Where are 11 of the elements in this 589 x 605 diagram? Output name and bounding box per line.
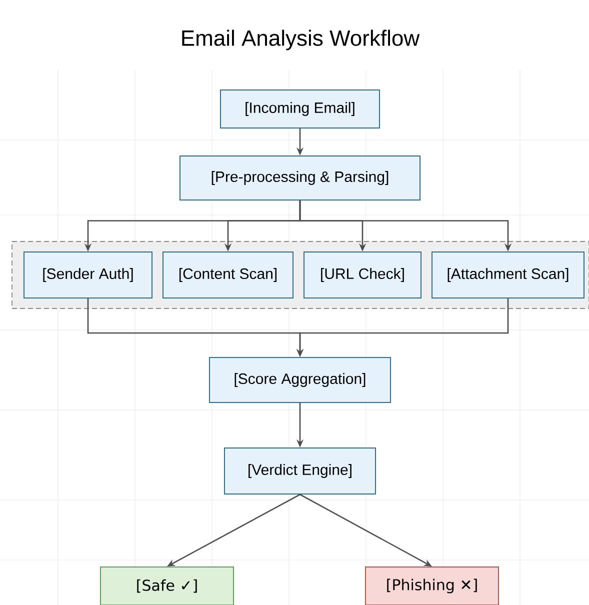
title: Email Analysis Workflow: [182, 30, 420, 50]
result-box: [Safe ✓]: [100, 566, 234, 605]
process-box: [Score Aggregation]: [209, 357, 391, 403]
process-box: [URL Check]: [304, 252, 422, 298]
process-box: [Sender Auth]: [24, 252, 152, 298]
process-box: [Attachment Scan]: [432, 252, 584, 298]
process-box: [Incoming Email]: [220, 90, 380, 128]
process-box: [Pre-processing & Parsing]: [180, 156, 420, 200]
process-box: [Content Scan]: [162, 252, 294, 298]
process-box: [Verdict Engine]: [224, 448, 376, 494]
result-box: [Phishing ✕]: [365, 566, 499, 605]
